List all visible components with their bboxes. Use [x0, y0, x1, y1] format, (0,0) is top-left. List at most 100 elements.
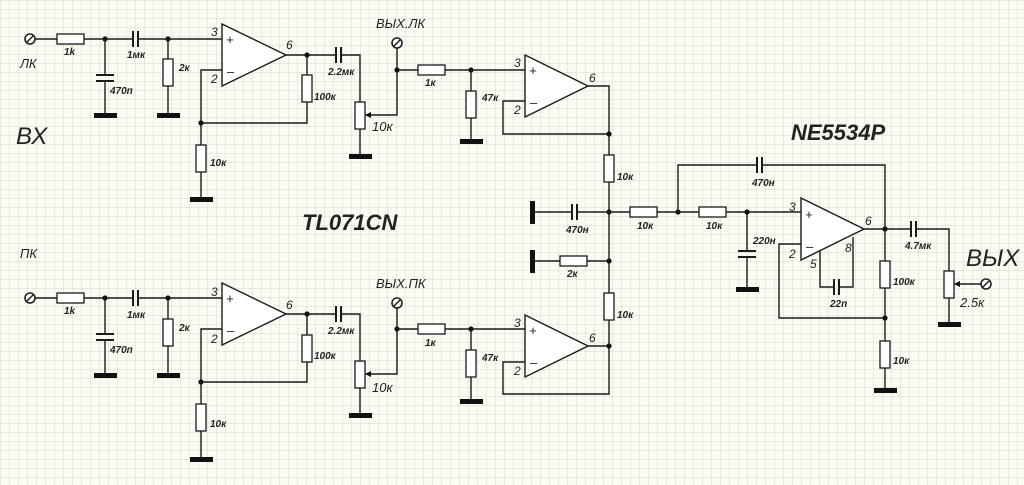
terminal-slash: [393, 39, 401, 47]
resistor-r-buf-in-left: [417, 64, 446, 76]
minus-sign: –: [226, 323, 235, 338]
resistor-r-gain-right: [195, 403, 207, 432]
label-r-series-2: 10к: [706, 221, 723, 232]
right-channel: ПК 1k 470п 1мк 2к 3 2 6 + – 10к: [20, 246, 634, 462]
minus-sign: –: [529, 355, 538, 370]
potentiometer-right[interactable]: [354, 360, 366, 389]
ground-icon: [736, 287, 759, 292]
terminal-slash: [26, 35, 34, 43]
ground-icon: [530, 201, 535, 224]
output-label-left: ВЫХ.ЛК: [376, 16, 426, 31]
pin-plus-number: 3: [514, 316, 521, 330]
pin-minus-number: 2: [210, 72, 218, 86]
wire: [502, 346, 610, 395]
resistor-r-feedback-left: [301, 74, 313, 103]
resistor-r-buf-bias-left: [465, 90, 477, 119]
label-c-feedback: 470н: [751, 178, 775, 189]
pin-minus-number: 2: [788, 247, 796, 261]
resistor-r-in-left: [56, 33, 85, 45]
ground-icon: [157, 373, 180, 378]
opamp-tl071-right-2: [524, 313, 590, 379]
input-section-title: ВХ: [16, 123, 48, 150]
minus-sign: –: [805, 239, 814, 254]
opamp-tl071-left-2: [524, 53, 590, 119]
wire: [502, 100, 609, 135]
pin-minus-number: 2: [513, 103, 521, 117]
ground-icon: [190, 457, 213, 462]
label-c-out-main: 4.7мк: [904, 241, 932, 252]
plus-sign: +: [226, 32, 234, 47]
ground-icon: [94, 373, 117, 378]
pin-plus-number: 3: [211, 285, 218, 299]
ground-icon: [938, 322, 961, 327]
label-r-gain-right: 10к: [210, 419, 227, 430]
wiper-arrow-icon: [365, 112, 371, 118]
potentiometer-output[interactable]: [943, 270, 955, 299]
input-label-left: ЛК: [19, 56, 38, 71]
pin-out-number: 6: [286, 38, 293, 52]
wire: [762, 164, 886, 228]
pin-out-number: 6: [589, 331, 596, 345]
stage1-chip-title: TL071CN: [302, 210, 398, 235]
junction: [606, 131, 612, 137]
minus-sign: –: [226, 64, 235, 79]
output-stage: NE5534P 3 2 6 5 8 + – 22п 100к 10к 4.7мк: [778, 120, 1020, 393]
label-r-in-right: 1k: [64, 306, 76, 317]
resistor-r-buf-bias-right: [465, 349, 477, 378]
pin-plus-number: 3: [211, 25, 218, 39]
ground-icon: [874, 388, 897, 393]
pin-minus-number: 2: [513, 364, 521, 378]
label-r-bias-right: 2к: [178, 323, 191, 334]
opamp-tl071-left-1: [221, 22, 288, 88]
opamp-tl071-right-1: [221, 281, 288, 347]
ground-icon: [157, 113, 180, 118]
opamp-ne5534p: [800, 196, 866, 262]
pin-plus-number: 3: [514, 56, 521, 70]
wire: [366, 329, 398, 375]
wire: [341, 313, 361, 361]
ground-icon: [349, 154, 372, 159]
label-r-feedback-right: 100к: [314, 351, 337, 362]
ground-icon: [460, 139, 483, 144]
label-c-filter-left: 470п: [109, 86, 133, 97]
label-r-series-1: 10к: [637, 221, 654, 232]
label-r-buf-bias-right: 47к: [481, 353, 499, 364]
ground-icon: [349, 413, 372, 418]
wire: [366, 70, 398, 116]
resistor-r-in-right: [56, 292, 85, 304]
wiper-arrow-icon: [365, 371, 371, 377]
potentiometer-left[interactable]: [354, 101, 366, 130]
pin-out-number: 6: [286, 298, 293, 312]
output-section-title: ВЫХ: [966, 245, 1020, 272]
pin-out-number: 6: [589, 71, 596, 85]
terminal-slash: [26, 294, 34, 302]
label-r-buf-in-right: 1к: [425, 338, 437, 349]
plus-sign: +: [529, 323, 537, 338]
plus-sign: +: [226, 291, 234, 306]
ground-icon: [190, 197, 213, 202]
label-pot-left: 10к: [372, 119, 393, 134]
label-r-mix-left: 10к: [617, 172, 634, 183]
ground-icon: [530, 250, 535, 273]
label-r-feedback-left: 100к: [314, 92, 337, 103]
left-channel: ЛК 1k 470п 1мк 2к 3 2 6 + –: [19, 16, 634, 293]
resistor-r-gnd: [559, 255, 588, 267]
label-pot-right: 10к: [372, 380, 393, 395]
label-c-gnd: 470н: [565, 225, 589, 236]
resistor-r-mix-right: [603, 292, 615, 321]
wire: [819, 251, 834, 288]
label-r-in-left: 1k: [64, 47, 76, 58]
wire: [778, 243, 885, 319]
terminal-slash: [982, 280, 990, 288]
label-pot-output: 2.5к: [959, 295, 985, 310]
wire: [341, 54, 361, 102]
stage2-chip-title: NE5534P: [791, 120, 886, 145]
label-r-buf-in-left: 1к: [425, 78, 437, 89]
plus-sign: +: [805, 207, 813, 222]
minus-sign: –: [529, 95, 538, 110]
wire: [839, 237, 854, 288]
ground-icon: [460, 399, 483, 404]
label-r-bias-left: 2к: [178, 63, 191, 74]
